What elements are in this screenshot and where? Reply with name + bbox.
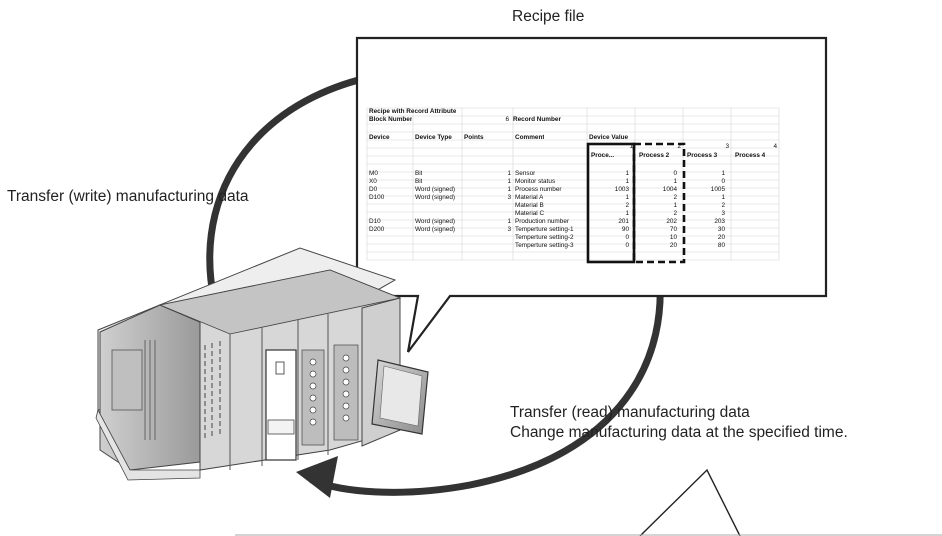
spreadsheet-grid (366, 107, 780, 261)
row-comment: Temperture setting-1 (515, 226, 574, 233)
row-comment: Material A (515, 194, 544, 201)
row-comment: Temperture setting-2 (515, 234, 574, 241)
change-data-label: Change manufacturing data at the specifi… (510, 424, 848, 441)
memory-card-icon (371, 359, 429, 435)
row-points: 1 (507, 170, 511, 177)
row-comment: Material C (515, 210, 545, 217)
transfer-read-label: Transfer (read) manufacturing data (510, 404, 750, 421)
plc-unit (95, 247, 402, 481)
row-value-2: 70 (669, 226, 677, 233)
record-num-4: 4 (773, 143, 777, 150)
row-value-1: 0 (625, 234, 629, 241)
block-number-label: Block Number (369, 116, 413, 123)
row-value-1: 1 (625, 178, 629, 185)
row-value-3: 1005 (710, 186, 725, 193)
row-value-2: 2 (673, 194, 677, 201)
row-comment: Process number (515, 186, 562, 193)
row-value-3: 1 (721, 170, 725, 177)
col-comment: Comment (515, 134, 545, 141)
row-points: 1 (507, 218, 511, 225)
row-comment: Sensor (515, 170, 536, 177)
row-device: D100 (369, 194, 385, 201)
recipe-spreadsheet: Recipe with Record Attribute Block Numbe… (367, 108, 779, 263)
row-value-3: 0 (721, 178, 725, 185)
row-value-2: 0 (673, 170, 677, 177)
row-value-3: 30 (717, 226, 725, 233)
col-device-type: Device Type (415, 134, 452, 141)
col-device-value: Device Value (589, 134, 629, 141)
row-points: 1 (507, 178, 511, 185)
row-value-1: 90 (621, 226, 629, 233)
row-device-type: Word (signed) (415, 194, 456, 201)
row-value-2: 10 (669, 234, 677, 241)
col-points: Points (464, 134, 484, 141)
row-value-3: 203 (714, 218, 725, 225)
row-value-2: 202 (666, 218, 677, 225)
row-value-2: 1 (673, 178, 677, 185)
process-name-3: Process 3 (687, 152, 718, 159)
transfer-write-label: Transfer (write) manufacturing data (7, 188, 249, 205)
row-points: 1 (507, 186, 511, 193)
row-value-2: 1004 (662, 186, 677, 193)
callout-lines (639, 468, 741, 536)
col-device: Device (369, 134, 390, 141)
record-num-3: 3 (725, 143, 729, 150)
row-value-1: 1 (625, 210, 629, 217)
row-comment: Material B (515, 202, 544, 209)
record-number-label: Record Number (513, 116, 561, 123)
row-value-2: 1 (673, 202, 677, 209)
row-comment: Monitor status (515, 178, 556, 185)
row-value-3: 2 (721, 202, 725, 209)
row-value-1: 1003 (614, 186, 629, 193)
record-num-2: 2 (677, 143, 681, 150)
row-points: 3 (507, 226, 511, 233)
row-device-type: Word (signed) (415, 186, 456, 193)
row-value-3: 1 (721, 194, 725, 201)
row-device: D0 (369, 186, 378, 193)
row-value-3: 20 (717, 234, 725, 241)
row-comment: Production number (515, 218, 569, 225)
row-device-type: Word (signed) (415, 226, 456, 233)
row-value-3: 80 (717, 242, 725, 249)
row-value-1: 1 (625, 170, 629, 177)
row-device: D200 (369, 226, 385, 233)
block-number-value: 6 (505, 116, 509, 123)
record-num-1: 1 (629, 143, 633, 150)
process-name-1: Proce... (591, 152, 615, 159)
row-comment: Temperture setting-3 (515, 242, 574, 249)
row-points: 3 (507, 194, 511, 201)
sheet-title: Recipe with Record Attribute (369, 108, 457, 115)
row-device-type: Word (signed) (415, 218, 456, 225)
row-value-1: 201 (618, 218, 629, 225)
process-name-4: Process 4 (735, 152, 766, 159)
row-value-2: 20 (669, 242, 677, 249)
row-value-3: 3 (721, 210, 725, 217)
row-device-type: Bit (415, 178, 423, 185)
row-value-1: 0 (625, 242, 629, 249)
row-value-1: 1 (625, 194, 629, 201)
process2-dashed-highlight (632, 142, 686, 264)
row-device: X0 (369, 178, 377, 185)
row-value-1: 2 (625, 202, 629, 209)
read-arrow-arc (308, 258, 664, 496)
row-value-2: 2 (673, 210, 677, 217)
recipe-file-label: Recipe file (512, 8, 585, 25)
row-device: M0 (369, 170, 378, 177)
process-name-2: Process 2 (639, 152, 670, 159)
read-arrow-head (296, 456, 338, 498)
row-device: D10 (369, 218, 381, 225)
row-device-type: Bit (415, 170, 423, 177)
